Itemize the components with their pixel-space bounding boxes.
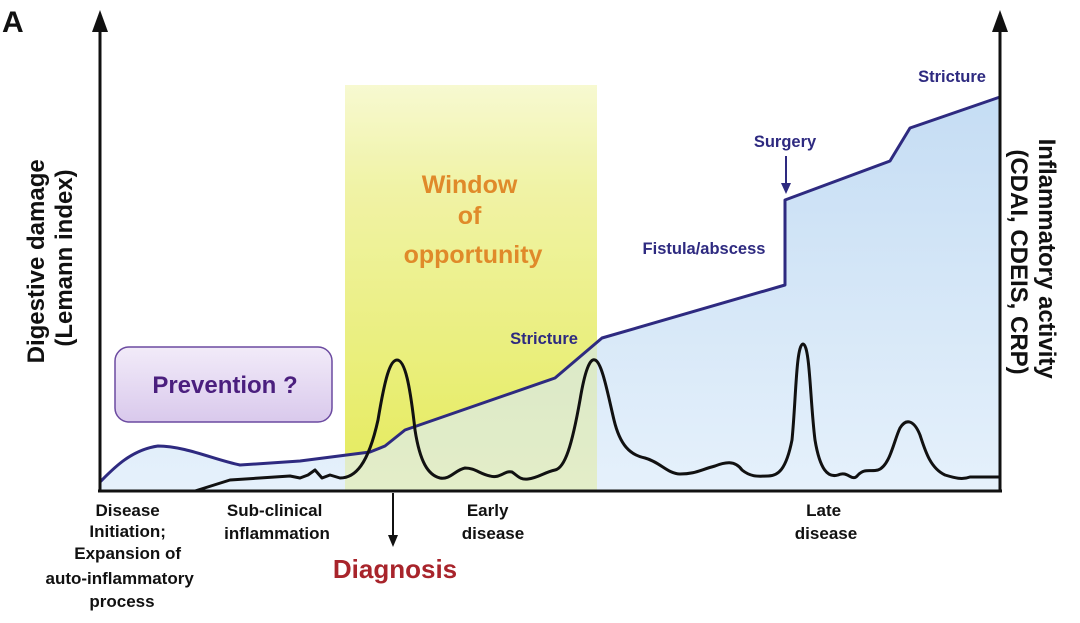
window-label-line1: Window — [422, 171, 518, 199]
diagnosis-arrowhead — [388, 535, 398, 547]
left-axis-title-line2: (Lemann index) — [51, 169, 78, 346]
left-axis-title-line1: Digestive damage — [23, 159, 50, 363]
diagnosis-label: Diagnosis — [333, 554, 457, 584]
digestive-damage-area — [100, 97, 1000, 491]
digestive-damage-line — [98, 95, 1001, 484]
stage-late-disease: Late disease — [795, 501, 857, 543]
event-fistula-abscess: Fistula/abscess — [643, 240, 766, 258]
window-label-line2: of — [458, 202, 482, 230]
inflammatory-activity-curve — [194, 342, 1000, 493]
stage-subclinical-inflammation: Sub-clinical inflammation — [224, 501, 330, 543]
right-y-axis-arrowhead — [992, 10, 1008, 32]
prevention-label: Prevention ? — [152, 372, 297, 399]
right-axis-title-line1: Inflammatory activity — [1033, 139, 1060, 380]
event-surgery: Surgery — [754, 133, 817, 151]
surgery-arrowhead — [781, 183, 791, 194]
panel-label: A — [2, 6, 24, 39]
left-y-axis-arrowhead — [92, 10, 108, 32]
window-label-line3: opportunity — [404, 241, 543, 269]
right-axis-title-line2: (CDAI, CDEIS, CRP) — [1005, 149, 1032, 374]
window-of-opportunity-label: Window of opportunity — [404, 171, 543, 269]
event-stricture-late: Stricture — [918, 68, 986, 86]
stage-disease-initiation: Disease Initiation; Expansion of auto-in… — [45, 501, 198, 611]
right-axis-title: Inflammatory activity (CDAI, CDEIS, CRP) — [1005, 139, 1060, 386]
window-overlay — [345, 85, 597, 491]
left-axis-title: Digestive damage (Lemann index) — [23, 153, 78, 364]
prevention-box — [114, 346, 333, 423]
event-stricture-early: Stricture — [510, 330, 578, 348]
stage-early-disease: Early disease — [462, 501, 524, 543]
